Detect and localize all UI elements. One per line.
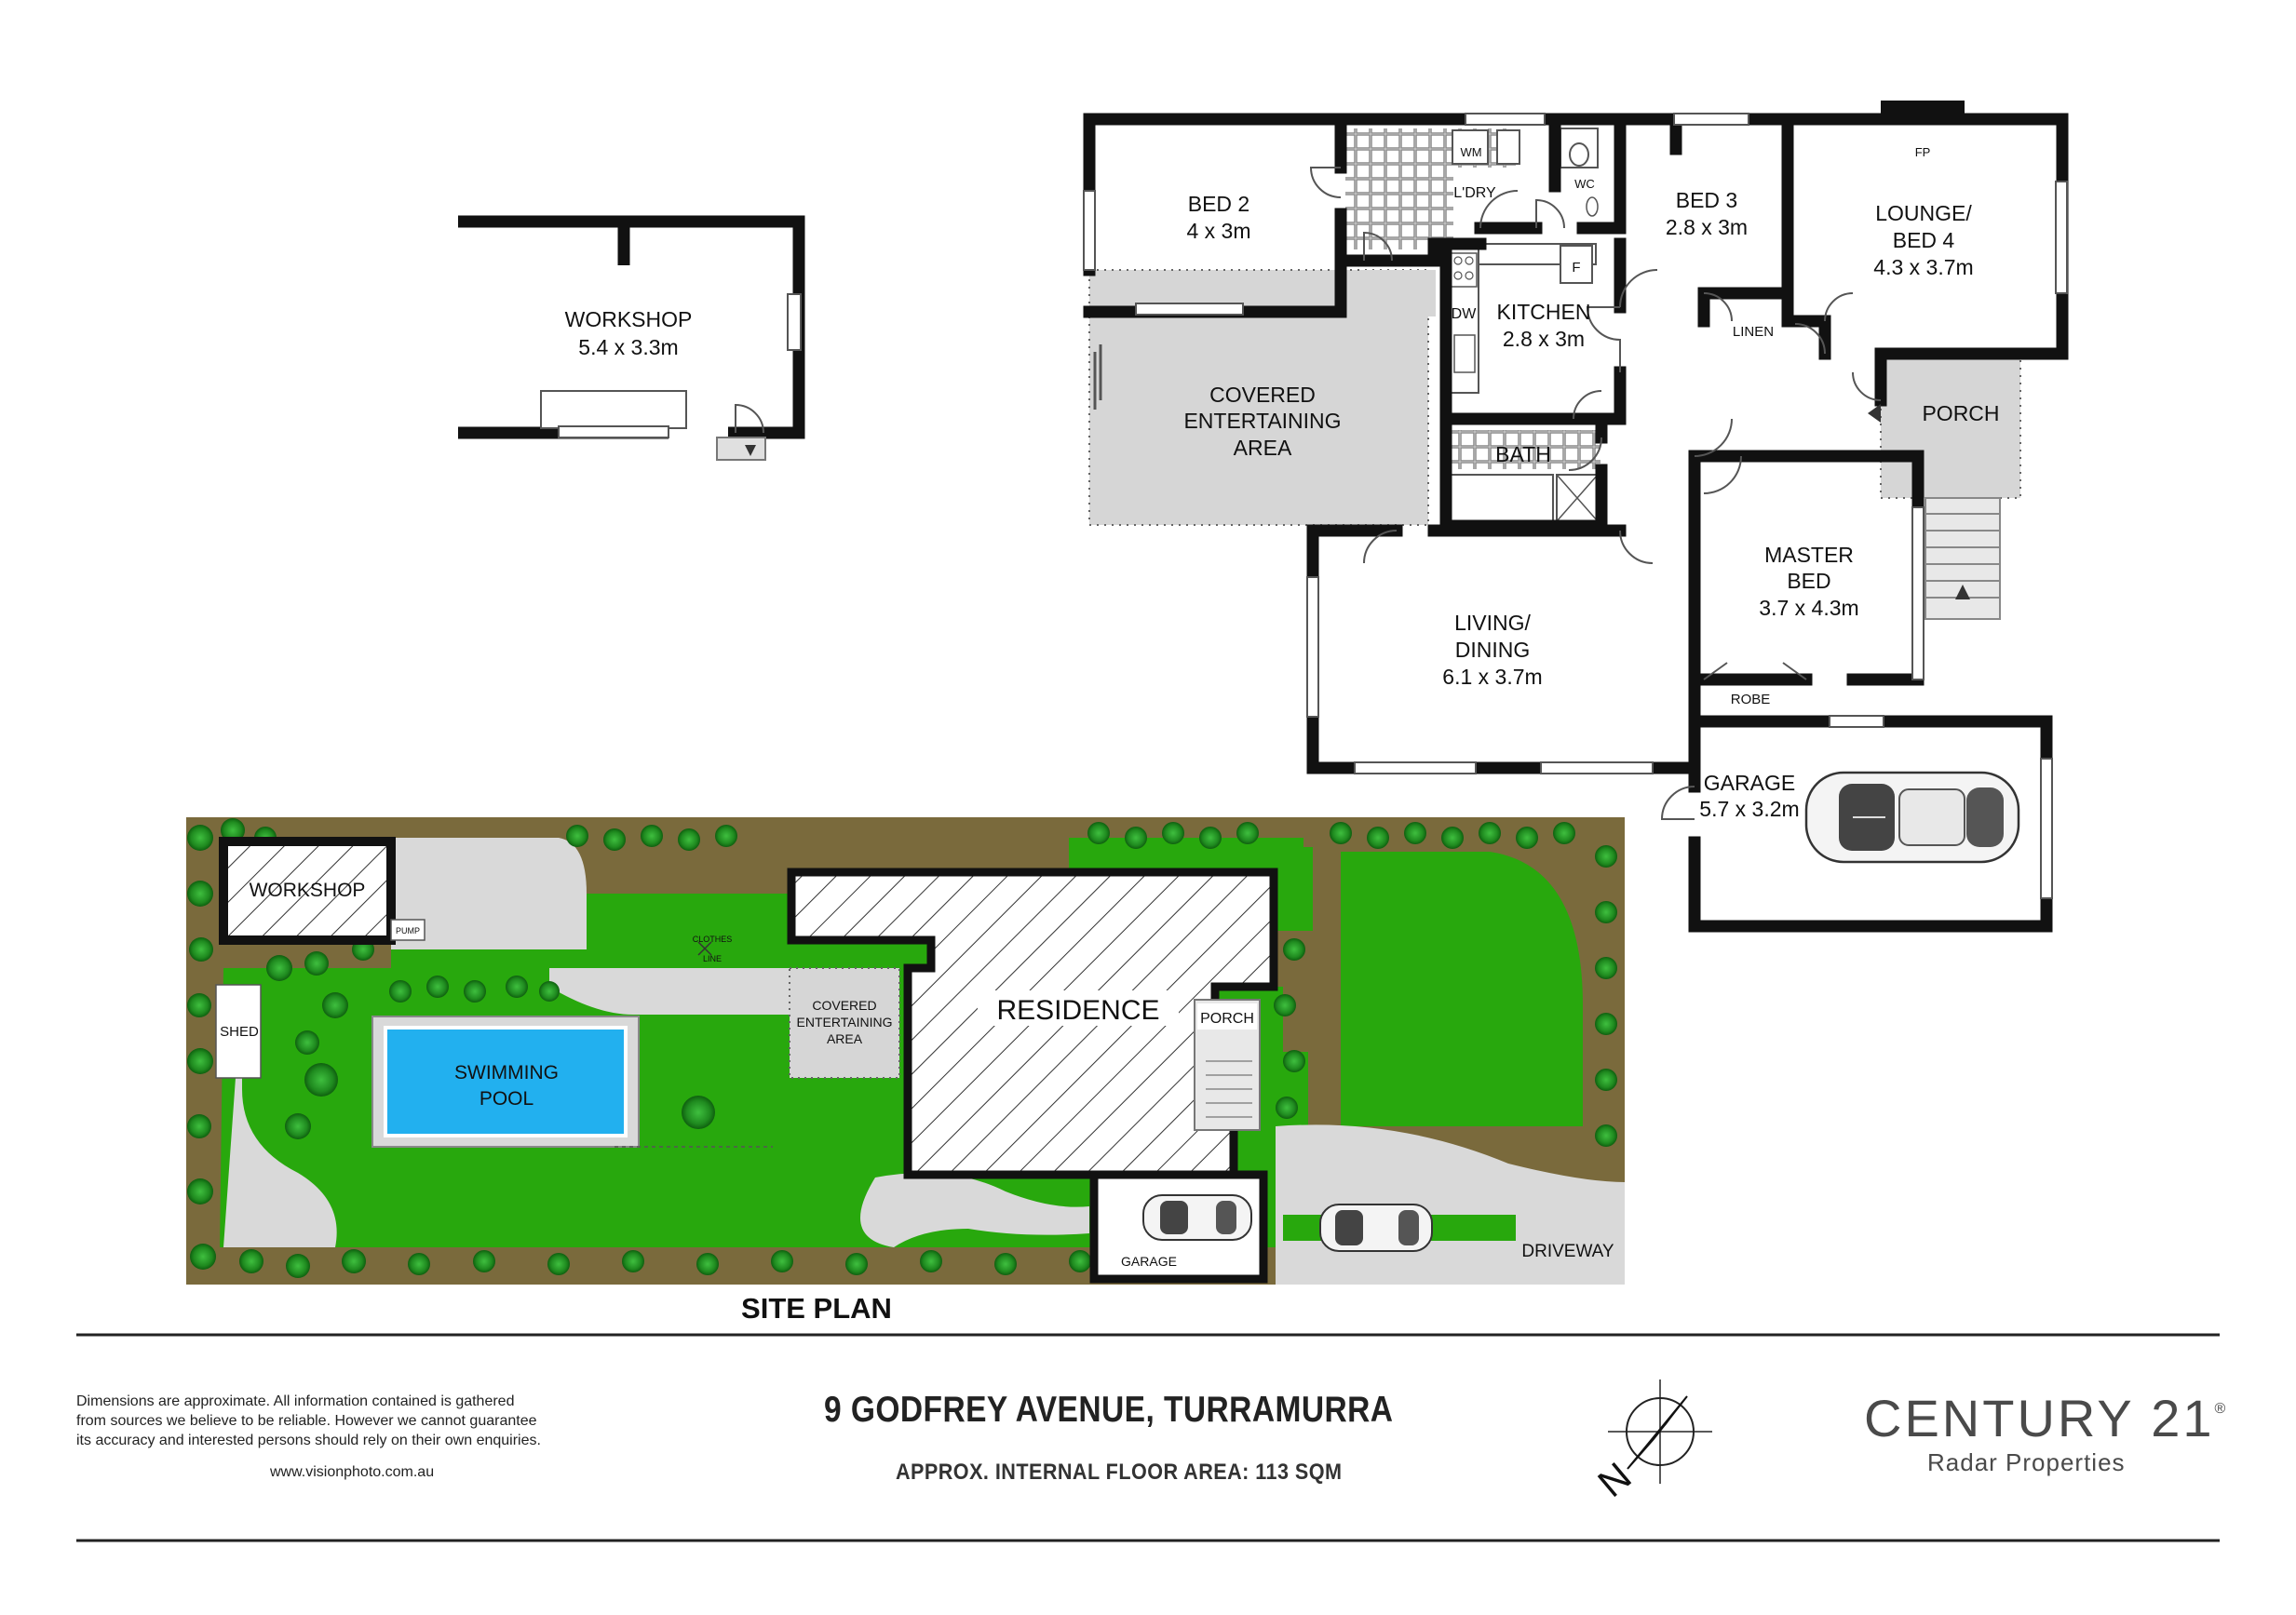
- site-garage-car-icon: [1142, 1194, 1252, 1241]
- wc-label: WC: [1574, 177, 1595, 191]
- disclaimer: Dimensions are approximate. All informat…: [76, 1392, 654, 1450]
- brand-logo: CENTURY 21®: [1864, 1388, 2225, 1448]
- fireplace-label: FP: [1915, 145, 1931, 159]
- disclaimer-line: its accuracy and interested persons shou…: [76, 1433, 541, 1448]
- bed3-dims: 2.8 x 3m: [1666, 215, 1748, 239]
- master-label-2: BED: [1787, 569, 1830, 593]
- compass-north-label: N: [1589, 1454, 1639, 1506]
- linen-label: LINEN: [1733, 324, 1774, 340]
- site-pool-label-1: SWIMMING: [454, 1062, 559, 1083]
- office-name: Radar Properties: [1927, 1448, 2126, 1476]
- workshop-building: [458, 215, 805, 461]
- living-dims: 6.1 x 3.7m: [1442, 665, 1542, 689]
- bed3-label: BED 3: [1676, 188, 1737, 212]
- brand-registered-mark: ®: [2214, 1401, 2226, 1417]
- site-covered-area: [789, 967, 900, 1079]
- site-workshop: [219, 837, 396, 945]
- site-plan: [186, 817, 1625, 1285]
- disclaimer-line: Dimensions are approximate. All informat…: [76, 1393, 515, 1409]
- site-workshop-label: WORKSHOP: [250, 880, 366, 901]
- house-interior: [1083, 101, 2069, 933]
- living-label-1: LIVING/: [1454, 611, 1531, 635]
- site-plan-labels: WORKSHOP PUMP SHED CLOTHES LINE SWIMMING…: [220, 880, 1614, 1325]
- website-link[interactable]: www.visionphoto.com.au: [270, 1464, 435, 1480]
- covered-label-1: COVERED: [1209, 383, 1316, 407]
- site-driveway-label: DRIVEWAY: [1521, 1242, 1614, 1261]
- garage-dims: 5.7 x 3.2m: [1699, 797, 1799, 821]
- site-covered-label-1: COVERED: [812, 998, 876, 1013]
- brand-name: CENTURY 21: [1864, 1389, 2215, 1447]
- site-covered-label-2: ENTERTAINING: [797, 1015, 893, 1030]
- fridge-label: F: [1572, 260, 1580, 276]
- dishwasher-label: DW: [1452, 306, 1478, 322]
- site-garage-label: GARAGE: [1121, 1254, 1177, 1269]
- covered-label-2: ENTERTAINING: [1183, 409, 1341, 433]
- site-plan-title: SITE PLAN: [741, 1292, 892, 1325]
- bed2-dims: 4 x 3m: [1186, 219, 1250, 243]
- floor-plan-labels: WORKSHOP 5.4 x 3.3m BED 2 4 x 3m WM L'DR…: [565, 145, 2000, 821]
- lounge-label-1: LOUNGE/: [1875, 201, 1972, 225]
- lounge-dims: 4.3 x 3.7m: [1873, 255, 1973, 279]
- workshop-dims: 5.4 x 3.3m: [578, 335, 678, 359]
- master-label-1: MASTER: [1764, 543, 1854, 567]
- porch-steps: [1925, 497, 2001, 620]
- floor-area: APPROX. INTERNAL FLOOR AREA: 113 SQM: [896, 1460, 1343, 1485]
- robe-label: ROBE: [1731, 692, 1771, 707]
- bath-label: BATH: [1495, 442, 1551, 466]
- site-pool-label-2: POOL: [479, 1088, 533, 1110]
- site-covered-label-3: AREA: [827, 1031, 863, 1046]
- living-label-2: DINING: [1455, 638, 1531, 662]
- disclaimer-line: from sources we believe to be reliable. …: [76, 1413, 537, 1429]
- site-clothes-line-1: CLOTHES: [693, 935, 733, 944]
- site-shed-label: SHED: [220, 1024, 259, 1040]
- site-clothes-line-2: LINE: [703, 954, 722, 963]
- kitchen-label: KITCHEN: [1497, 300, 1591, 324]
- site-residence-label: RESIDENCE: [996, 995, 1159, 1026]
- wm-label: WM: [1460, 145, 1481, 159]
- laundry-label: L'DRY: [1453, 185, 1496, 201]
- site-shed: [215, 984, 262, 1079]
- garage-label: GARAGE: [1704, 771, 1795, 795]
- driveway-car-icon: [1319, 1204, 1433, 1252]
- site-pump-label: PUMP: [396, 926, 420, 935]
- covered-label-3: AREA: [1234, 436, 1292, 460]
- site-porch-label: PORCH: [1200, 1011, 1254, 1027]
- garage-car-icon: [1804, 771, 2020, 864]
- site-shrubs: [187, 818, 1617, 1278]
- workshop-label: WORKSHOP: [565, 307, 693, 331]
- master-dims: 3.7 x 4.3m: [1759, 596, 1858, 620]
- kitchen-dims: 2.8 x 3m: [1503, 327, 1585, 351]
- porch-label: PORCH: [1922, 401, 1999, 425]
- porch-floor: [1880, 357, 2021, 499]
- compass-icon: N: [1589, 1379, 1712, 1505]
- bed2-label: BED 2: [1188, 192, 1249, 216]
- lounge-label-2: BED 4: [1893, 228, 1955, 252]
- property-address: 9 GODFREY AVENUE, TURRAMURRA: [824, 1390, 1394, 1430]
- site-pool: [384, 1026, 628, 1137]
